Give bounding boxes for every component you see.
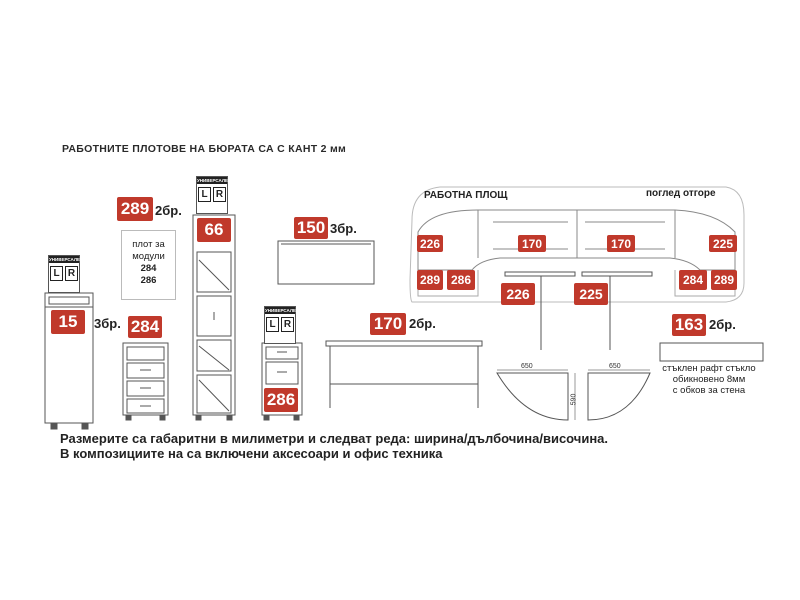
- badge-cabinet-15: 15: [51, 310, 85, 334]
- drawers-286-drawing: [261, 342, 303, 421]
- ws-code-226: 226: [417, 235, 443, 252]
- drawers-284-drawing: [122, 342, 169, 421]
- ws-code-170-left: 170: [518, 235, 546, 252]
- cabinet-15-drawing: [44, 292, 94, 430]
- badge-drawers-286: 286: [264, 388, 298, 412]
- badge-glass-163: 163: [672, 314, 706, 336]
- column-66-drawing: [192, 214, 236, 421]
- ws-code-289-right: 289: [711, 270, 737, 290]
- badge-drawers-284: 284: [128, 316, 162, 338]
- workspace-view-label: поглед отгоре: [646, 188, 716, 199]
- workspace-title: РАБОТНА ПЛОЩ: [424, 190, 508, 201]
- page-title: РАБОТНИТЕ ПЛОТОВЕ НА БЮРАТА СА С КАНТ 2 …: [62, 143, 347, 155]
- badge-shelf-150: 150: [294, 217, 328, 239]
- qty-shelf-150: 3бр.: [330, 221, 357, 236]
- qty-cabinet-15: 3бр.: [94, 316, 121, 331]
- glass-163-note: стъклен рафт стъкло обикновено 8мм с обк…: [662, 363, 756, 396]
- ws-code-286: 286: [447, 270, 475, 290]
- leg-code-226: 226: [501, 283, 535, 305]
- corner-tables-drawing: [496, 271, 653, 421]
- footer-line-2: В композициите на са включени аксесоари …: [60, 446, 443, 461]
- qty-glass-163: 2бр.: [709, 317, 736, 332]
- ws-code-170-right: 170: [607, 235, 635, 252]
- ws-code-284: 284: [679, 270, 707, 290]
- badge-desk-170: 170: [370, 313, 406, 335]
- dim-depth: 590: [570, 393, 578, 406]
- plot-289-note: плот за модули 284 286: [121, 230, 176, 300]
- badge-column-66: 66: [197, 218, 231, 242]
- desk-170-drawing: [325, 340, 483, 408]
- ws-code-225: 225: [709, 235, 737, 252]
- qty-desk-170: 2бр.: [409, 316, 436, 331]
- footer-line-1: Размерите са габаритни в милиметри и сле…: [60, 431, 609, 446]
- dim-left-width: 650: [521, 363, 533, 370]
- badge-plot-289: 289: [117, 197, 153, 221]
- ws-code-289-left: 289: [417, 270, 443, 290]
- shelf-150-drawing: [277, 240, 375, 285]
- leg-code-225: 225: [574, 283, 608, 305]
- dim-right-width: 650: [609, 363, 621, 370]
- qty-plot-289: 2бр.: [155, 203, 182, 218]
- glass-shelf-drawing: [659, 342, 764, 362]
